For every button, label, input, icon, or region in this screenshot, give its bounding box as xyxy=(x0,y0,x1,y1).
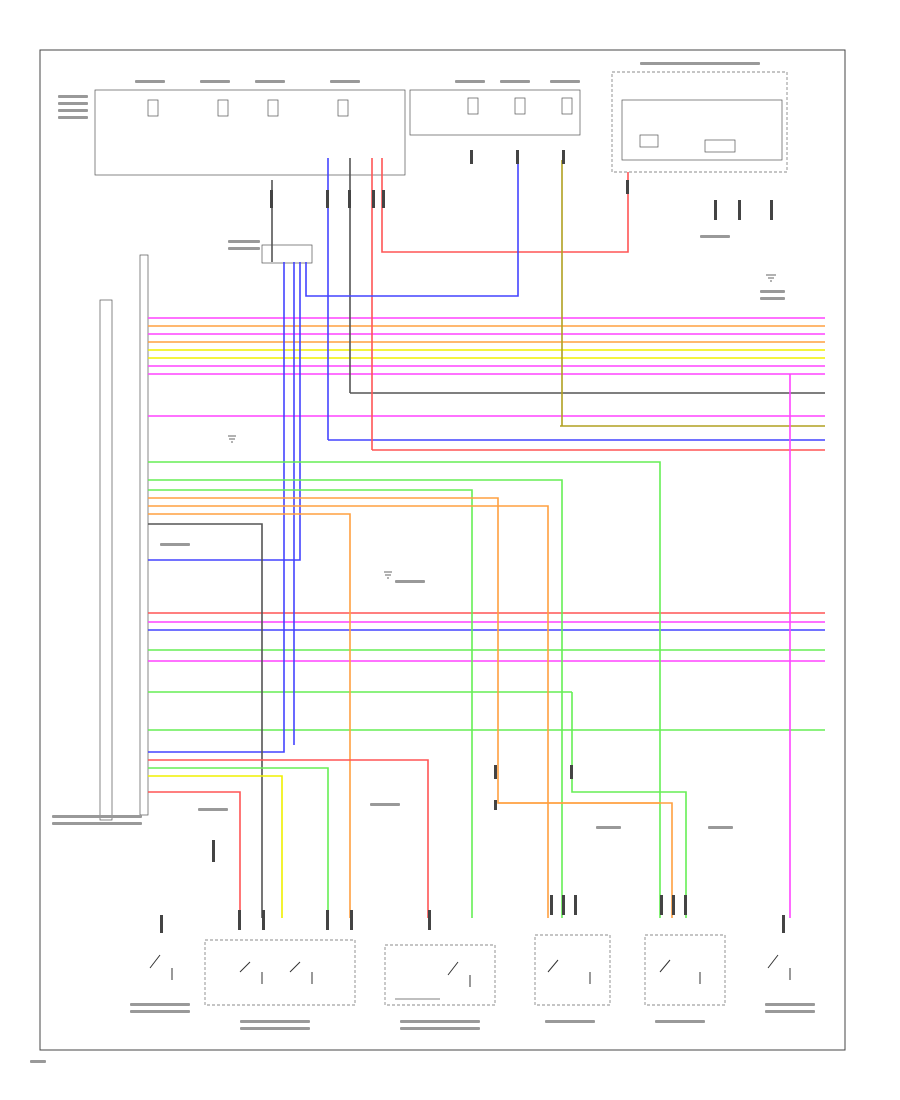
wire-harness xyxy=(148,158,825,918)
wire-green-42 xyxy=(571,692,687,918)
main-connector-strip xyxy=(99,299,113,821)
wire-orange-34 xyxy=(148,497,673,918)
wire-green-31 xyxy=(148,461,661,918)
wire-green-33 xyxy=(148,489,473,918)
combination-meter-box xyxy=(611,71,788,173)
ground-symbols xyxy=(228,274,776,579)
right-front-switch xyxy=(447,961,471,987)
wire-yellow-40 xyxy=(148,775,283,918)
wire-blue-25 xyxy=(305,160,519,297)
left-door-lock-switch xyxy=(149,954,173,980)
wire-orange-35 xyxy=(148,505,549,918)
left-rear-door-box xyxy=(534,934,611,1006)
wire-green-32 xyxy=(148,479,563,918)
switch-symbols xyxy=(149,954,791,987)
right-rear-switch xyxy=(659,959,701,984)
wire-gray-37 xyxy=(148,523,263,918)
left-rear-switch xyxy=(547,959,591,984)
connector-pins xyxy=(160,150,785,933)
wire-red-41 xyxy=(148,791,241,918)
wire-green-39 xyxy=(148,767,329,918)
right-rear-door-box xyxy=(644,934,726,1006)
main-control-module-box xyxy=(139,254,149,816)
wire-blue-30 xyxy=(148,262,301,561)
meter-indicator xyxy=(639,134,659,148)
fuse-symbols xyxy=(147,97,573,117)
left-front-door-module-box xyxy=(204,939,356,1006)
meter-switch xyxy=(704,139,736,153)
bottom-components xyxy=(204,934,726,1006)
meter-inner-box xyxy=(621,99,783,161)
diagram-frame xyxy=(39,49,846,1051)
wire-blue-28 xyxy=(148,262,285,753)
junction-connector xyxy=(261,244,313,264)
fuse-block-area xyxy=(94,71,788,176)
left-front-switch-2 xyxy=(289,961,313,984)
right-front-door-module-box xyxy=(384,944,496,1006)
wire-red-24 xyxy=(381,158,629,253)
rear-door-lock-switch xyxy=(767,954,791,980)
left-front-switch xyxy=(239,961,263,984)
wire-orange-36 xyxy=(148,513,351,918)
connector-label-marks xyxy=(30,62,815,1063)
wire-red-38 xyxy=(148,759,429,918)
